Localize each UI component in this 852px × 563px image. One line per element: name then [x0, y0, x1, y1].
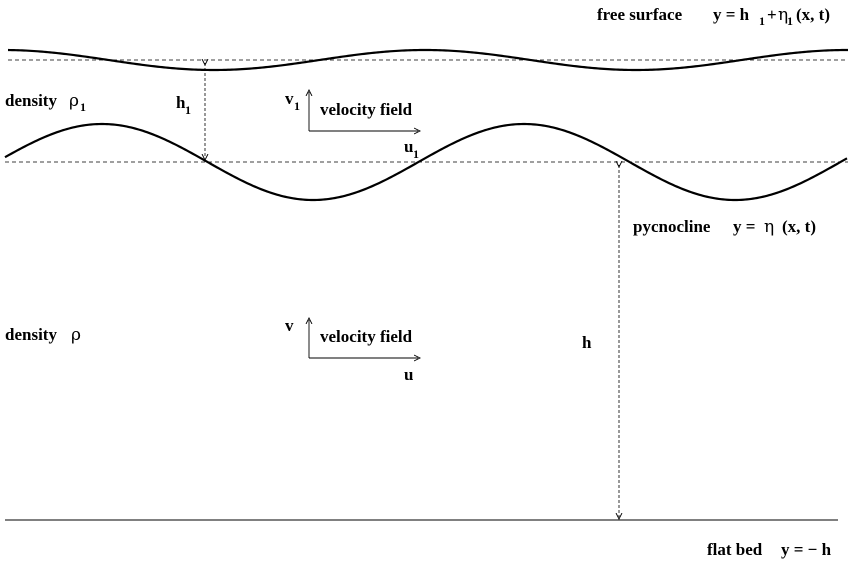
- v1-label: v: [285, 89, 294, 108]
- u1-label-sub: 1: [413, 147, 419, 161]
- pycnocline-equation-args: (x, t): [782, 217, 816, 236]
- h-label: h: [582, 333, 592, 352]
- pycnocline-equation-y: y =: [733, 217, 755, 236]
- density-lower-rho: ρ: [71, 325, 81, 345]
- velocity-field-lower-label: velocity field: [320, 327, 413, 346]
- density-lower-label: density: [5, 325, 57, 344]
- free-surface-equation-sub1: 1: [759, 14, 765, 28]
- density-upper-rho-sub: 1: [80, 100, 86, 114]
- free-surface-equation-args: (x, t): [796, 5, 830, 24]
- free-surface-equation-y: y = h: [713, 5, 750, 24]
- v1-label-sub: 1: [294, 99, 300, 113]
- free-surface-equation-eta: η: [778, 5, 788, 25]
- pycnocline-wave: [4, 122, 848, 202]
- u1-label: u: [404, 137, 413, 156]
- pycnocline-equation-eta: η: [764, 217, 774, 237]
- free-surface-wave: [7, 48, 848, 72]
- v-label: v: [285, 316, 294, 335]
- density-upper-rho: ρ: [69, 91, 79, 111]
- velocity-field-upper-label: velocity field: [320, 100, 413, 119]
- density-upper-label: density: [5, 91, 57, 110]
- u-label: u: [404, 365, 413, 384]
- h1-label: h: [176, 93, 186, 112]
- flat-bed-equation: y = − h: [781, 540, 832, 559]
- h1-label-sub: 1: [185, 103, 191, 117]
- free-surface-equation-sub2: 1: [787, 14, 793, 28]
- free-surface-equation-plus: +: [767, 5, 777, 24]
- free-surface-label: free surface: [597, 5, 683, 24]
- flat-bed-label: flat bed: [707, 540, 763, 559]
- pycnocline-label: pycnocline: [633, 217, 711, 236]
